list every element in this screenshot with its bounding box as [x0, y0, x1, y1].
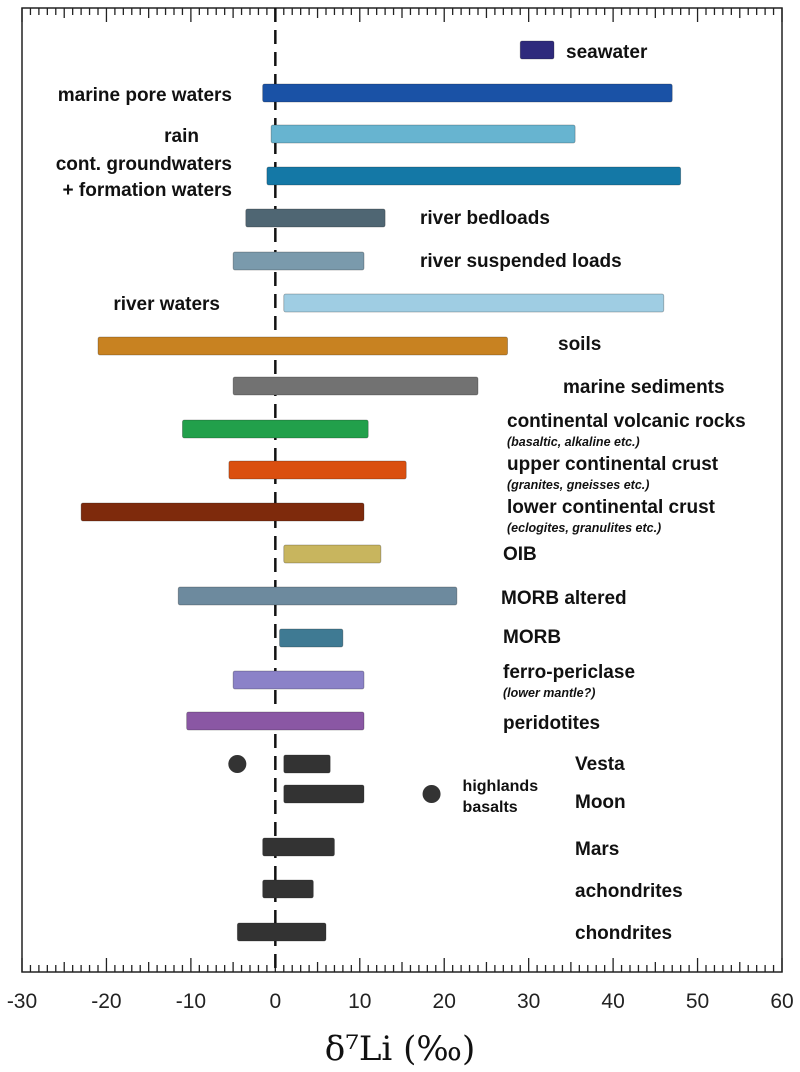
range-label: river suspended loads — [420, 251, 622, 272]
point-label: highlands — [463, 778, 539, 795]
range-label: upper continental crust — [507, 454, 719, 475]
range-bar — [279, 628, 344, 648]
x-tick-label: 60 — [770, 990, 793, 1013]
range-label: river bedloads — [420, 208, 550, 229]
x-tick-label: -30 — [7, 990, 37, 1013]
range-bar — [262, 879, 314, 899]
range-bar — [232, 376, 479, 396]
range-label: MORB — [503, 627, 561, 648]
range-bar — [245, 208, 386, 228]
range-label: peridotites — [503, 713, 600, 734]
x-tick-label: 20 — [433, 990, 456, 1013]
range-bar — [236, 922, 327, 942]
range-bar — [283, 293, 665, 313]
x-tick-label: 30 — [517, 990, 540, 1013]
range-bar — [182, 419, 369, 439]
range-bar — [186, 711, 365, 731]
range-bar — [519, 40, 555, 60]
x-axis-title: δ⁷Li (‰) — [325, 1029, 476, 1069]
range-bar — [283, 544, 382, 564]
range-label: river waters — [113, 294, 220, 315]
range-label: marine pore waters — [58, 85, 232, 106]
range-label: Moon — [575, 792, 626, 813]
range-label: chondrites — [575, 923, 672, 944]
range-label: + formation waters — [63, 180, 232, 201]
range-label: marine sediments — [563, 377, 725, 398]
plot-frame — [21, 7, 783, 973]
range-bar — [262, 837, 335, 857]
data-point — [228, 755, 247, 773]
range-sublabel: (lower mantle?) — [503, 686, 595, 700]
range-label: lower continental crust — [507, 497, 716, 518]
axis-ticks — [21, 8, 783, 972]
range-sublabel: (basaltic, alkaline etc.) — [507, 435, 640, 449]
range-bar — [97, 336, 508, 356]
range-label: rain — [164, 126, 199, 147]
data-point — [422, 785, 441, 803]
x-tick-label: -20 — [91, 990, 121, 1013]
x-tick-label: 50 — [686, 990, 709, 1013]
x-tick-label: 0 — [269, 990, 281, 1013]
point-label: basalts — [463, 799, 518, 816]
range-bar — [228, 460, 407, 480]
range-sublabel: (eclogites, granulites etc.) — [507, 521, 661, 535]
range-label: Mars — [575, 839, 619, 860]
range-label: MORB altered — [501, 588, 627, 609]
range-bar — [283, 754, 331, 774]
x-tick-label: 40 — [601, 990, 624, 1013]
range-label: OIB — [503, 544, 537, 565]
range-bar — [232, 670, 365, 690]
range-bar — [80, 502, 365, 522]
x-tick-label: 10 — [348, 990, 371, 1013]
range-label: achondrites — [575, 881, 683, 902]
x-tick-label: -10 — [176, 990, 206, 1013]
range-sublabel: (granites, gneisses etc.) — [507, 478, 649, 492]
range-label: ferro-periclase — [503, 662, 635, 683]
range-labels: seawater marine pore waters rain cont. grou… — [56, 42, 746, 944]
range-label: Vesta — [575, 754, 625, 775]
range-bar — [270, 124, 576, 144]
range-bar — [232, 251, 365, 271]
range-label: soils — [558, 334, 601, 355]
range-bar — [262, 83, 673, 103]
range-label: cont. groundwaters — [56, 154, 232, 175]
x-tick-labels: -30 -20 -10 0 10 20 30 40 50 60 — [7, 990, 794, 1013]
range-bar — [266, 166, 682, 186]
range-bar — [177, 586, 458, 606]
range-label: continental volcanic rocks — [507, 411, 746, 432]
range-bars — [80, 40, 682, 942]
range-bar — [283, 784, 365, 804]
range-label: seawater — [566, 42, 648, 63]
